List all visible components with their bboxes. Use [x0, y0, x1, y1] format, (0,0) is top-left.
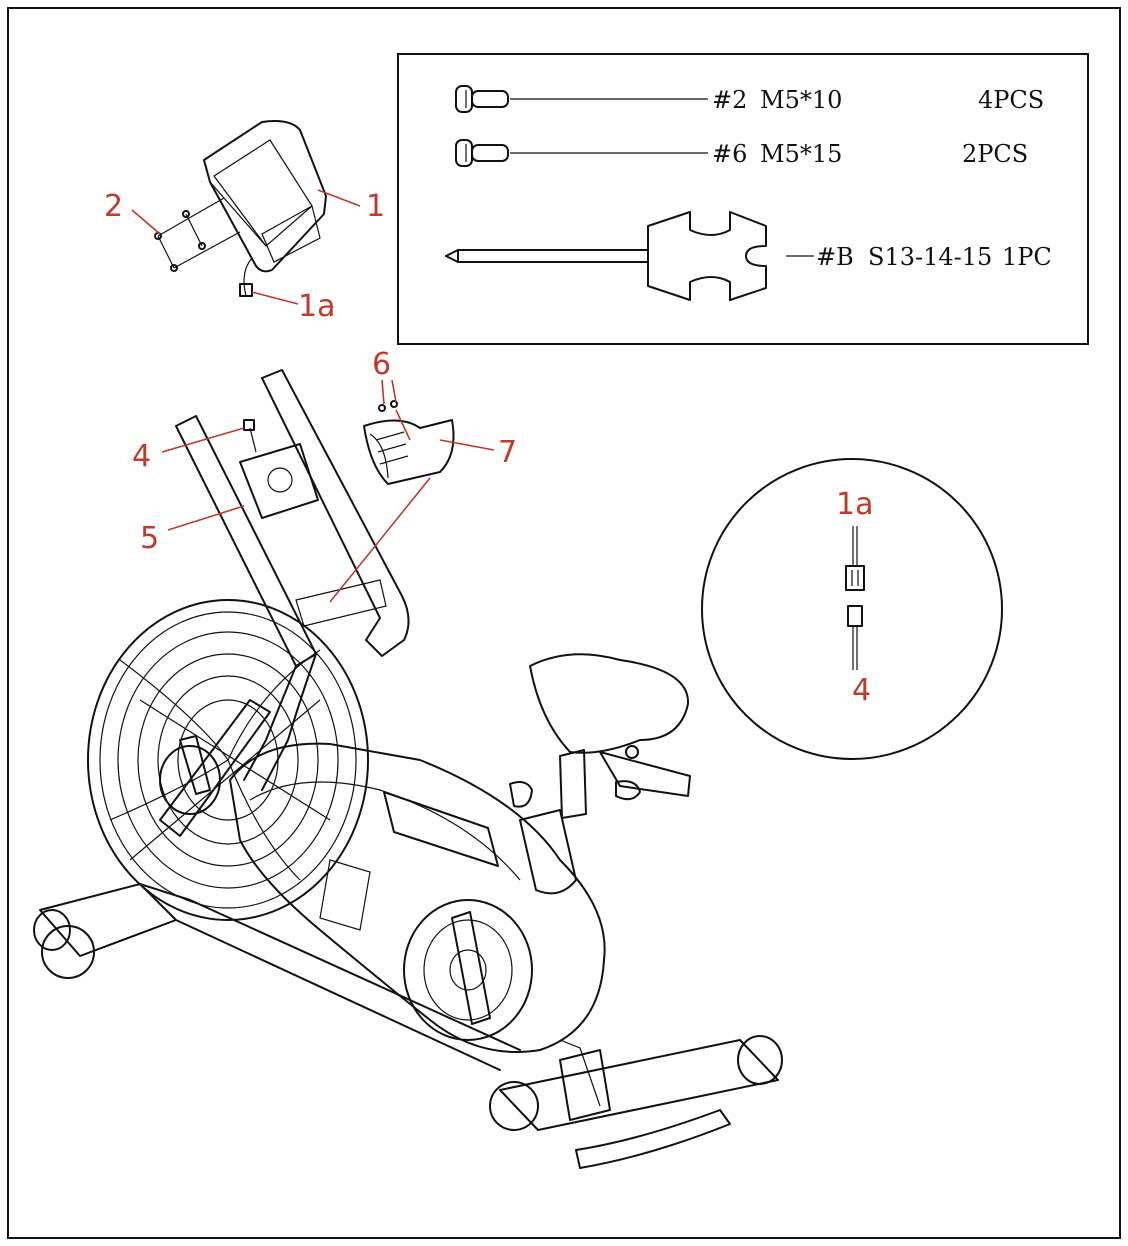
detail-callout-4: 4 — [852, 673, 871, 708]
callout-1a: 1a — [298, 289, 335, 324]
hardware-code-2: #2 — [712, 86, 747, 114]
hardware-code-6: #6 — [712, 140, 747, 168]
handlebar-frame-icon — [175, 369, 410, 791]
callout-7: 7 — [498, 435, 517, 470]
hardware-code-b: #B — [816, 243, 854, 271]
bolt-m5x15-icon — [455, 139, 708, 167]
connector-detail-circle — [701, 458, 1003, 760]
hardware-size-b: S13-14-15 — [868, 243, 992, 271]
callout-1: 1 — [366, 189, 385, 224]
hardware-size-2: M5*10 — [760, 86, 842, 114]
callout-4: 4 — [132, 439, 151, 474]
console-part-icon — [154, 120, 327, 297]
air-bike-frame-icon — [33, 599, 783, 1169]
wrench-tool-icon — [445, 211, 814, 301]
page-frame — [7, 7, 1121, 1239]
hardware-size-6: M5*15 — [760, 140, 842, 168]
cover-part-icon — [363, 400, 455, 485]
detail-callout-1a: 1a — [836, 487, 873, 522]
callout-6: 6 — [372, 347, 391, 382]
callout-5: 5 — [140, 521, 159, 556]
bolt-m5x10-icon — [455, 85, 708, 113]
hardware-qty-2: 4PCS — [978, 86, 1044, 114]
hardware-qty-6: 2PCS — [962, 140, 1028, 168]
callout-2: 2 — [104, 189, 123, 224]
hardware-box: #2 M5*10 4PCS #6 M5*15 2PCS #B S13-14-15… — [397, 53, 1089, 345]
hardware-qty-b: 1PC — [1002, 243, 1052, 271]
